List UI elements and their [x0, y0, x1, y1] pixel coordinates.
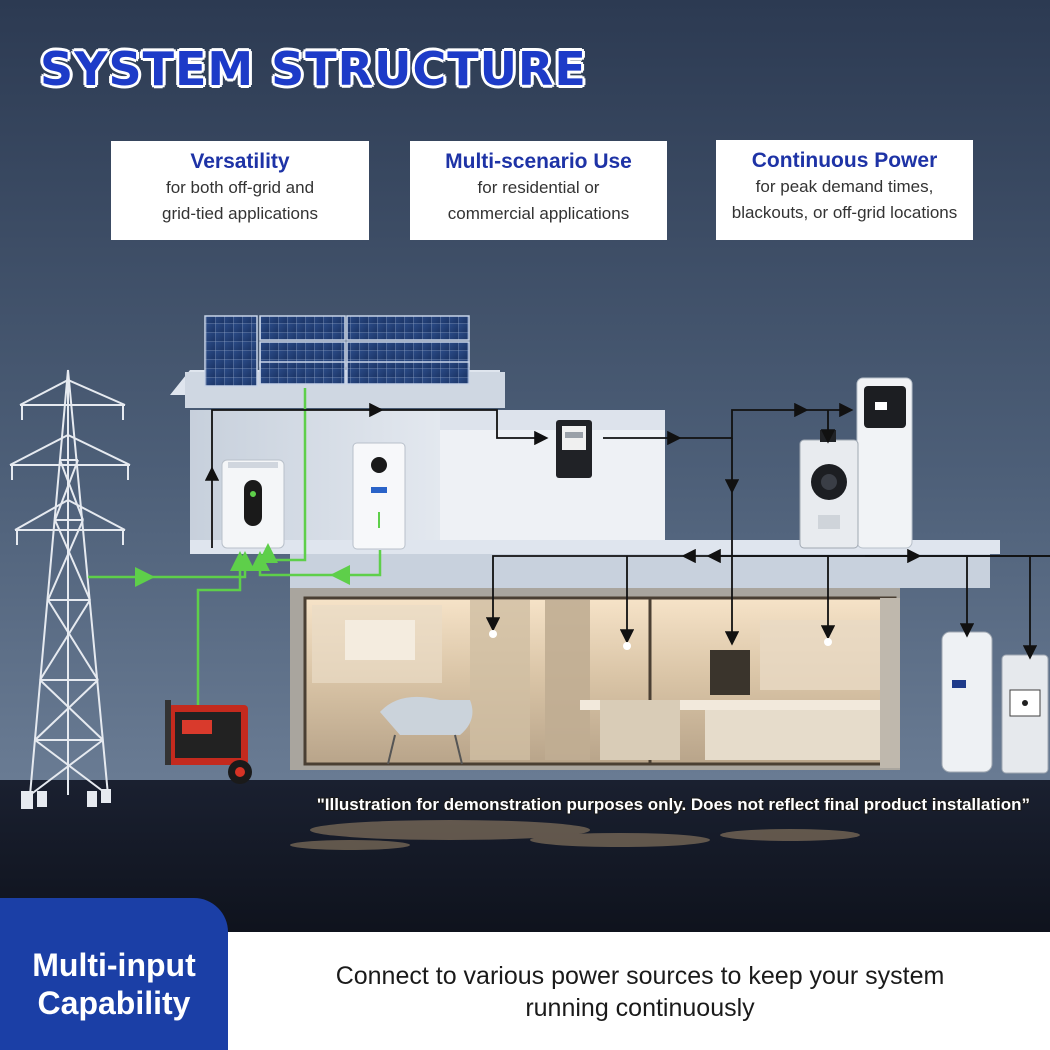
battery-icon [352, 442, 406, 550]
description-line: Connect to various power sources to keep… [335, 962, 945, 990]
solar-panel-icon [204, 315, 470, 387]
feature-card-line: commercial applications [447, 204, 630, 223]
feature-card-continuous-power: Continuous Power for peak demand times, … [716, 140, 973, 240]
light-bulb-icon [489, 630, 832, 650]
multi-input-badge: Multi-input Capability [0, 898, 228, 1050]
bottom-description: Connect to various power sources to keep… [250, 960, 1030, 1024]
feature-card-line: blackouts, or off-grid locations [731, 203, 958, 222]
badge-line: Multi-input [32, 947, 196, 983]
inverter-icon [221, 459, 285, 549]
feature-card-line: grid-tied applications [162, 204, 318, 223]
green-power-flows [88, 388, 382, 705]
disclaimer-text: "Illustration for demonstration purposes… [316, 795, 1030, 814]
black-load-flows [204, 402, 1050, 660]
feature-card-multi-scenario: Multi-scenario Use for residential or co… [410, 141, 667, 240]
washing-machine-icon [799, 430, 859, 549]
badge-line: Capability [37, 985, 191, 1021]
ev-charger-icon [1001, 654, 1049, 774]
charger-icon [856, 377, 913, 549]
feature-card-title: Multi-scenario Use [445, 150, 632, 173]
generator-icon [165, 700, 252, 784]
energy-meter-icon [556, 420, 592, 478]
feature-card-versatility: Versatility for both off-grid and grid-t… [111, 141, 369, 240]
feature-card-line: for peak demand times, [755, 177, 934, 196]
feature-card-title: Continuous Power [751, 149, 938, 172]
feature-card-line: for residential or [477, 178, 600, 197]
power-tower-icon [9, 369, 131, 809]
page-title: SYSTEM STRUCTURE [40, 42, 587, 96]
water-heater-icon [941, 631, 993, 773]
description-line: running continuously [525, 994, 755, 1022]
feature-card-line: for both off-grid and [165, 178, 315, 197]
ground-reflections [290, 820, 860, 850]
feature-card-title: Versatility [190, 150, 290, 173]
